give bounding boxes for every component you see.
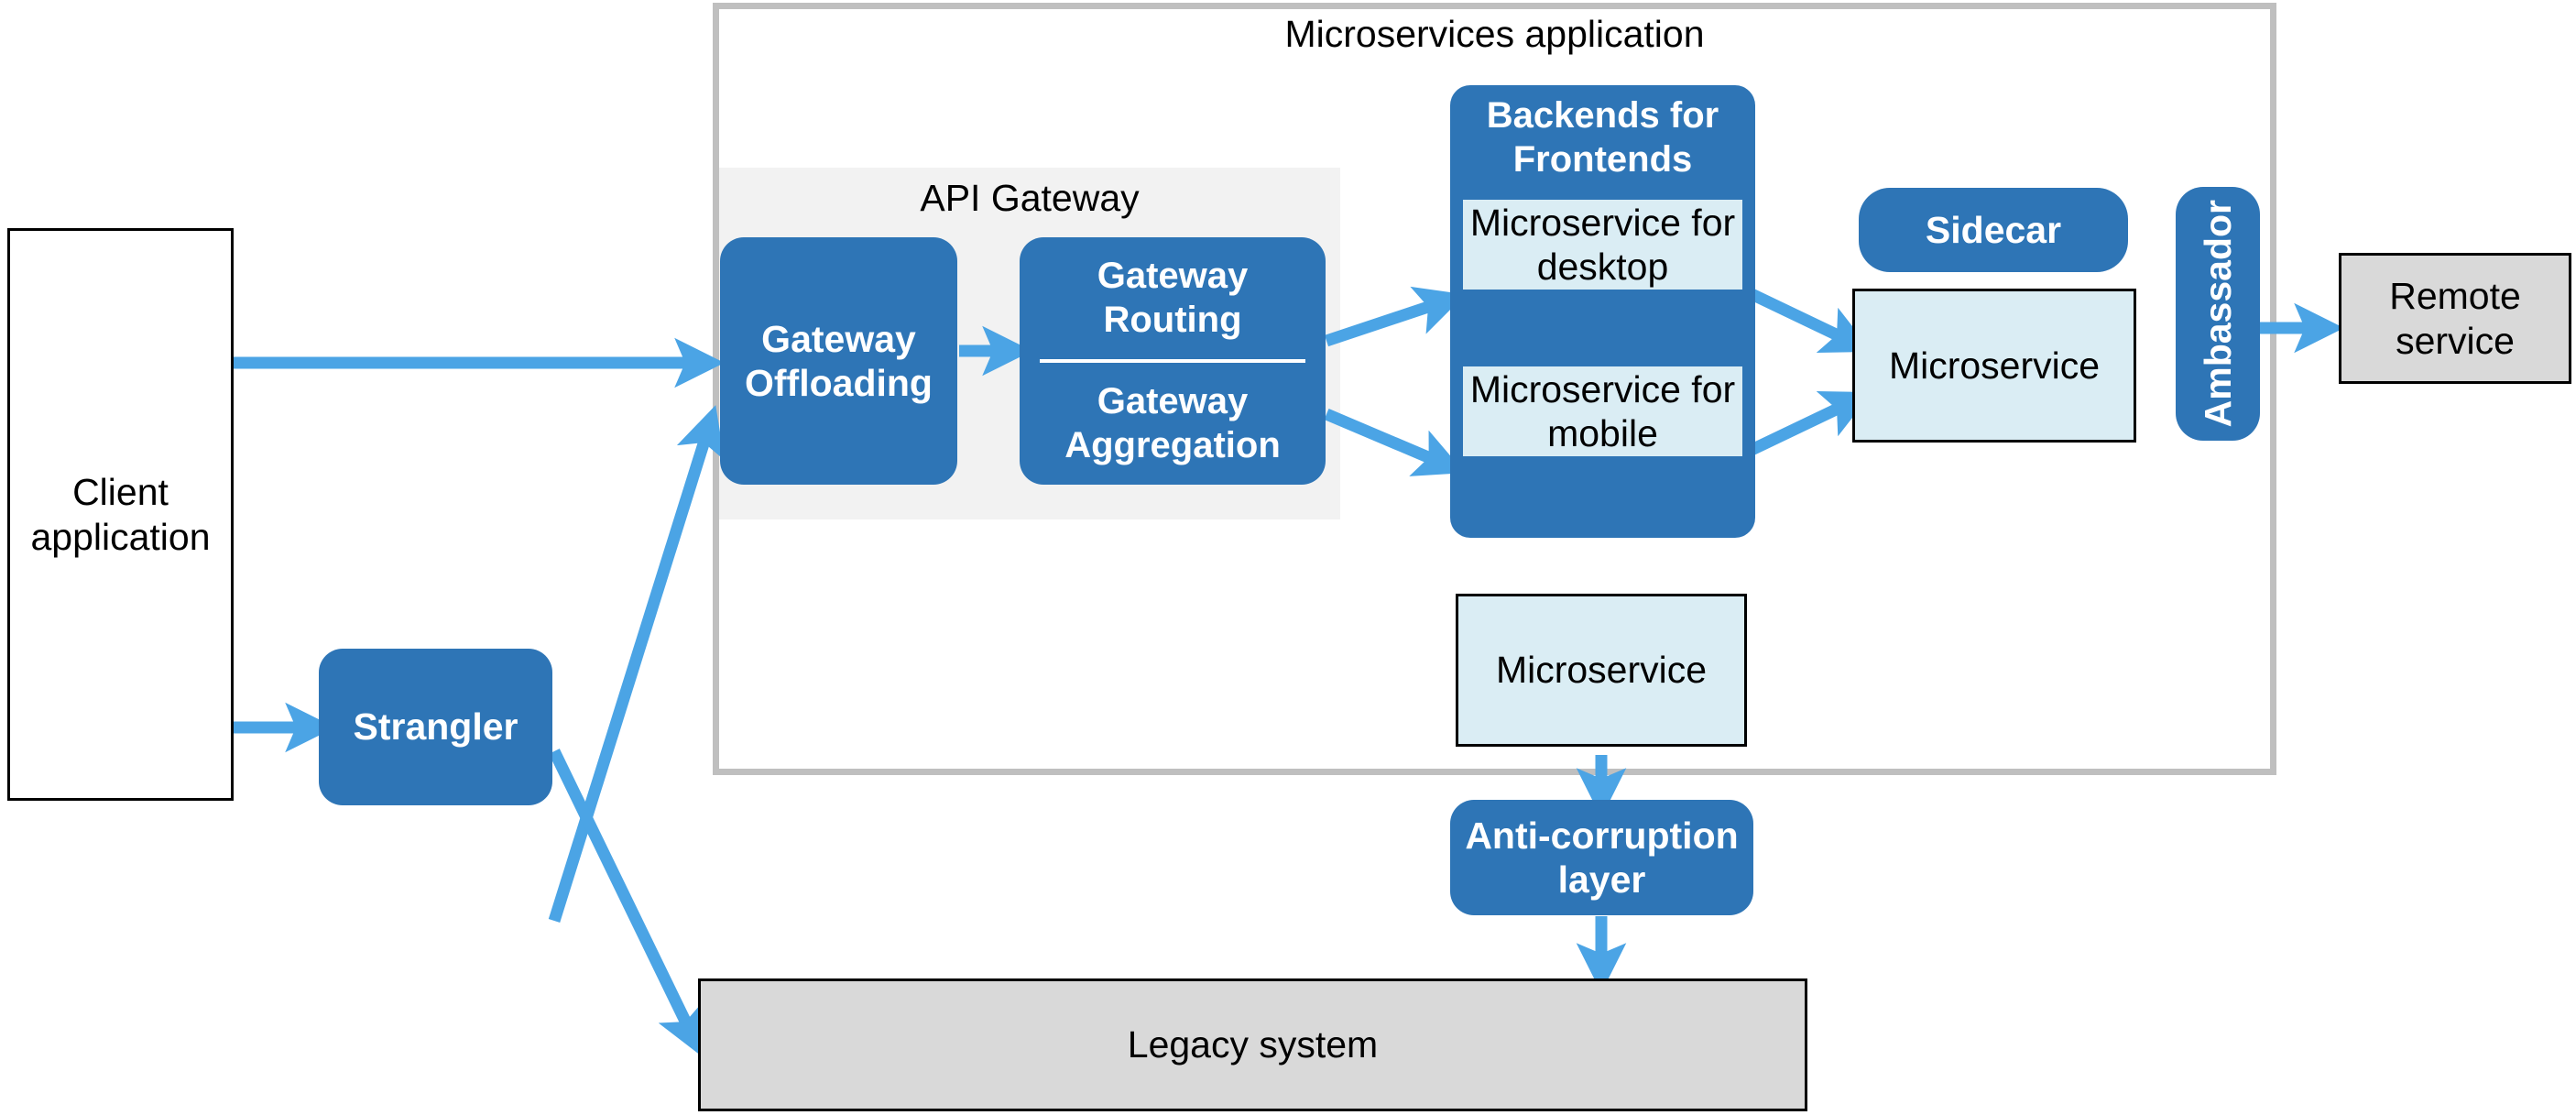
client-application-label: Client application (30, 470, 210, 559)
bff-title-line1: Backends for (1486, 95, 1719, 136)
client-application-label-line1: Client (72, 471, 169, 514)
edge-strangler-to-legacy-system (549, 749, 704, 1057)
microservice-for-mobile-label: Microservice for mobile (1470, 367, 1735, 456)
anti-corruption-layer-label: Anti-corruption layer (1465, 814, 1738, 902)
gateway-offloading-label-line2: Offloading (745, 362, 933, 404)
backends-for-frontends-box[interactable] (1450, 85, 1755, 538)
microservice-standalone-label: Microservice (1495, 649, 1708, 692)
gateway-aggregation-label-line2: Aggregation (1064, 424, 1281, 465)
gateway-aggregation-label-line1: Gateway (1097, 381, 1249, 422)
legacy-system-label: Legacy system (1127, 1023, 1379, 1066)
bff-title-line2: Frontends (1512, 139, 1693, 180)
gateway-split-divider (1040, 359, 1305, 363)
anti-corruption-layer-box[interactable]: Anti-corruption layer (1450, 800, 1753, 915)
api-gateway-title: API Gateway (920, 177, 1140, 219)
microservice-for-mobile-label-line1: Microservice for (1469, 367, 1736, 410)
legacy-system-box[interactable]: Legacy system (698, 978, 1807, 1111)
edge-strangler-to-gateway-offloading (548, 405, 725, 923)
sidecar-label: Sidecar (1925, 208, 2062, 251)
gateway-aggregation-label: Gateway Aggregation (1064, 380, 1281, 466)
microservice-for-desktop-label-line1: Microservice for (1469, 201, 1736, 244)
sidecar-box[interactable]: Sidecar (1859, 188, 2128, 272)
gateway-aggregation-box[interactable]: Gateway Aggregation (1020, 363, 1326, 485)
gateway-routing-box[interactable]: Gateway Routing (1020, 237, 1326, 359)
anti-corruption-layer-label-line1: Anti-corruption (1465, 814, 1739, 857)
remote-service-box[interactable]: Remote service (2339, 253, 2571, 384)
remote-service-label-line1: Remote (2389, 275, 2521, 318)
gateway-routing-label-line1: Gateway (1097, 256, 1249, 297)
microservice-for-desktop-box[interactable]: Microservice for desktop (1463, 200, 1742, 290)
anti-corruption-layer-label-line2: layer (1557, 858, 1646, 901)
gateway-offloading-label-line1: Gateway (761, 317, 916, 360)
strangler-box[interactable]: Strangler (319, 649, 552, 805)
ambassador-box[interactable]: Ambassador (2176, 187, 2260, 441)
microservice-sidecar-box[interactable]: Microservice (1852, 289, 2136, 443)
microservice-for-mobile-label-line2: mobile (1547, 412, 1658, 454)
remote-service-label-line2: service (2396, 319, 2515, 362)
microservice-for-desktop-label: Microservice for desktop (1470, 201, 1735, 290)
microservice-standalone-box[interactable]: Microservice (1456, 594, 1747, 747)
microservices-application-title: Microservices application (1284, 13, 1705, 55)
gateway-offloading-box[interactable]: Gateway Offloading (720, 237, 957, 485)
microservice-sidecar-label: Microservice (1888, 344, 2101, 387)
gateway-routing-label: Gateway Routing (1097, 255, 1249, 341)
microservices-application-container (713, 3, 2276, 775)
gateway-offloading-label: Gateway Offloading (745, 317, 933, 406)
client-application-label-line2: application (30, 515, 211, 558)
remote-service-label: Remote service (2389, 274, 2521, 363)
strangler-label: Strangler (353, 705, 518, 749)
microservice-for-mobile-box[interactable]: Microservice for mobile (1463, 366, 1742, 456)
gateway-routing-label-line2: Routing (1103, 299, 1242, 340)
client-application-box[interactable]: Client application (7, 228, 234, 801)
ambassador-label: Ambassador (2196, 200, 2239, 428)
backends-for-frontends-title: Backends for Frontends (1450, 93, 1755, 181)
microservice-for-desktop-label-line2: desktop (1536, 246, 1669, 288)
